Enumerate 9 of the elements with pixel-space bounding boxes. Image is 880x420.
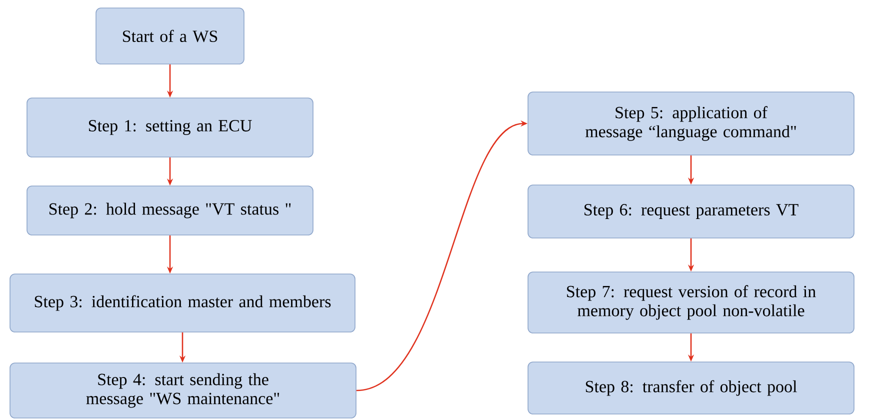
process-box: Start of a WS [96, 8, 244, 64]
process-box: Step 3: identification master and members [10, 274, 356, 332]
process-box: Step 7: request version of record in memory object pool non-volatile [528, 272, 854, 334]
process-box: Step 5: application of message “language command" [528, 92, 854, 156]
process-box: Step 6: request parameters VT [528, 184, 854, 238]
process-box: Step 2: hold message "VT status " [26, 186, 314, 236]
process-box: Step 1: setting an ECU [26, 98, 314, 158]
process-box: Step 4: start sending the message "WS maintenance" [10, 362, 356, 418]
process-box: Step 8: transfer of object pool [528, 362, 854, 414]
